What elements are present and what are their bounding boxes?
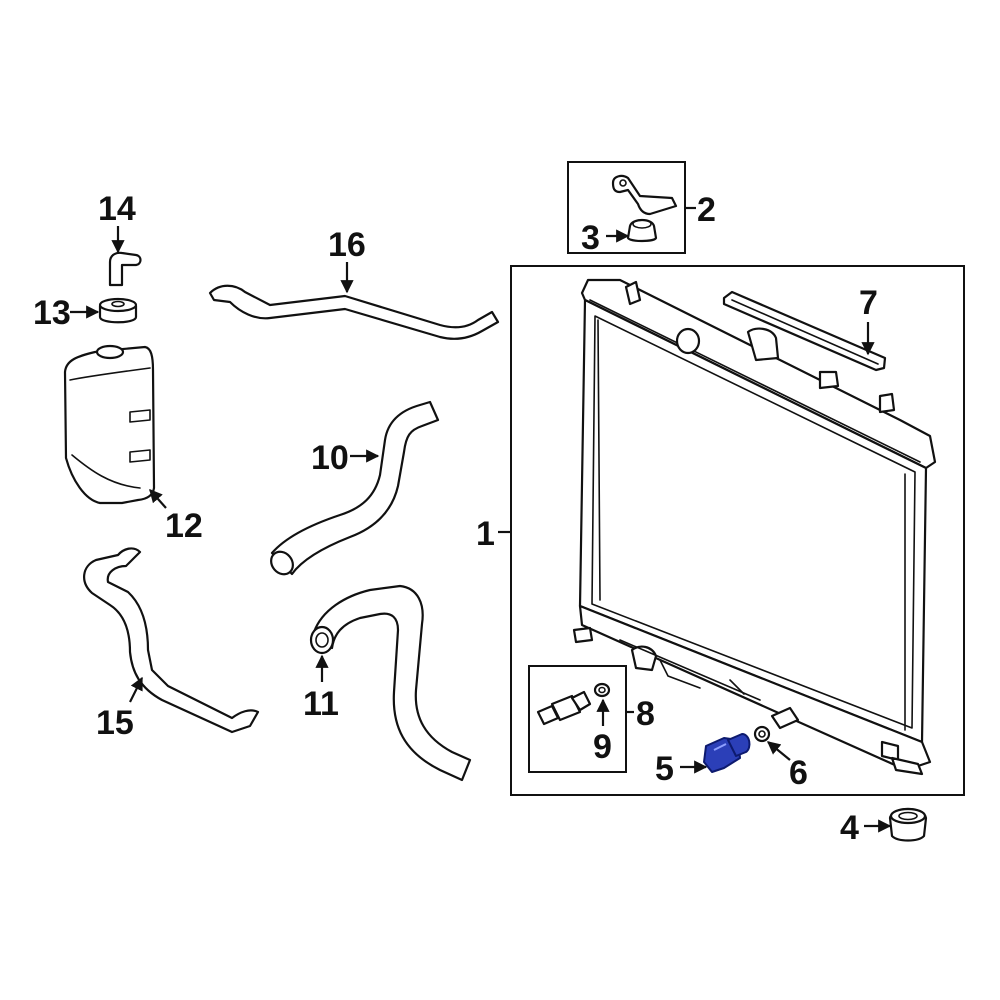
callout-1: 1 bbox=[476, 515, 495, 553]
callout-4: 4 bbox=[840, 809, 859, 847]
leader-6 bbox=[766, 741, 791, 761]
leader-15 bbox=[129, 676, 143, 703]
upper-radiator-hose-part[interactable] bbox=[267, 400, 440, 579]
callout-15: 15 bbox=[96, 704, 134, 742]
callout-5: 5 bbox=[655, 750, 674, 788]
radiator-part[interactable] bbox=[572, 278, 937, 776]
radiator-group-box bbox=[510, 265, 965, 796]
temperature-sensor-part[interactable] bbox=[536, 690, 592, 726]
callout-3: 3 bbox=[581, 219, 600, 257]
callout-2: 2 bbox=[697, 191, 716, 229]
upper-bracket-part[interactable] bbox=[611, 174, 678, 216]
callout-8: 8 bbox=[636, 695, 655, 733]
callout-13: 13 bbox=[33, 294, 71, 332]
callout-10: 10 bbox=[311, 439, 349, 477]
overflow-hose-part[interactable] bbox=[208, 284, 500, 340]
hose-joint-part[interactable] bbox=[108, 251, 142, 287]
sensor-washer-part[interactable] bbox=[593, 682, 611, 698]
lower-cushion-part[interactable] bbox=[888, 807, 928, 842]
reservoir-hose-part[interactable] bbox=[83, 547, 260, 734]
callout-11: 11 bbox=[303, 685, 339, 723]
callout-14: 14 bbox=[98, 190, 136, 228]
reservoir-tank-part[interactable] bbox=[63, 344, 156, 505]
upper-cushion-part[interactable] bbox=[626, 218, 658, 243]
callout-16: 16 bbox=[328, 226, 366, 264]
callout-9: 9 bbox=[593, 728, 612, 766]
leader-12 bbox=[149, 489, 167, 509]
callout-6: 6 bbox=[789, 754, 808, 792]
callout-12: 12 bbox=[165, 507, 203, 545]
callout-7: 7 bbox=[859, 284, 878, 322]
drain-plug-o-ring-part[interactable] bbox=[753, 725, 771, 743]
lower-radiator-hose-part[interactable] bbox=[309, 584, 472, 782]
drain-plug-part[interactable] bbox=[703, 733, 751, 773]
reservoir-cap-part[interactable] bbox=[98, 297, 138, 324]
seal-strip-part[interactable] bbox=[722, 290, 887, 372]
sensor-group-box bbox=[528, 665, 627, 773]
